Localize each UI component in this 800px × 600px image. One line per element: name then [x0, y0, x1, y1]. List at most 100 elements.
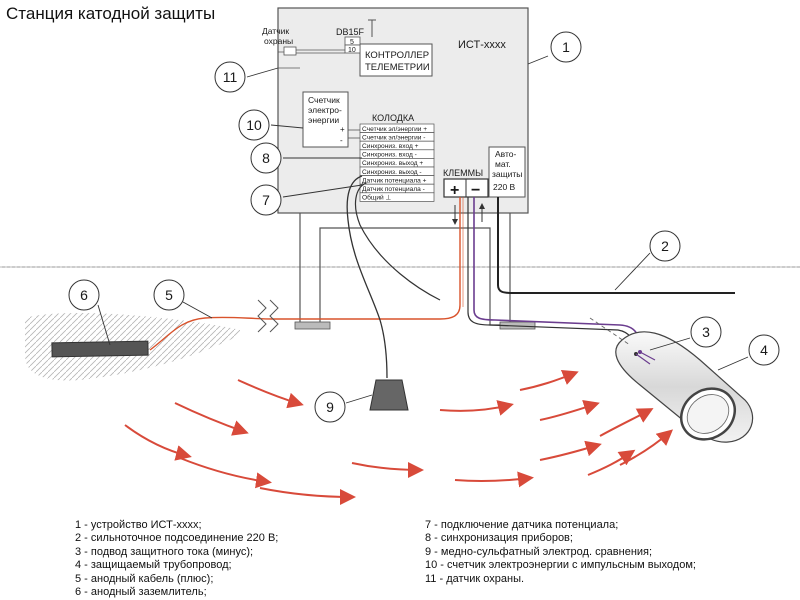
callout-leader	[649, 337, 691, 351]
guard-sensor-label-line2: охраны	[264, 36, 293, 46]
callout-number: 5	[165, 287, 173, 303]
db-pin-5: 5	[350, 39, 354, 46]
current-flow-arrow	[259, 487, 356, 505]
callout-circle	[214, 61, 246, 93]
callout-leader	[614, 252, 651, 291]
legend-right: 7 - подключение датчика потенциала; 8 - …	[425, 519, 696, 586]
callout-leader	[282, 184, 363, 198]
current-flow-arrow	[454, 471, 534, 488]
guard-sensor-label-line1: Датчик	[262, 26, 289, 36]
callouts: 1 2 3 4 5 6 7 8 9 10 11	[68, 31, 780, 423]
soil-current-arrows	[124, 370, 674, 505]
current-flow-arrow	[599, 408, 654, 437]
callout-circle	[690, 316, 722, 348]
legend-item-4: 4 - защищаемый трубопровод;	[75, 559, 232, 572]
device-name: ИСТ-xxxx	[458, 39, 506, 51]
terminal-row-label: Датчик потенциала -	[362, 186, 425, 193]
legend-left: 1 - устройство ИСТ-xxxx; 2 - сильноточно…	[75, 519, 278, 599]
cable-surface-crossing	[257, 299, 279, 333]
callout-number: 10	[246, 117, 262, 133]
callout-circle	[314, 391, 346, 423]
current-direction-arrows	[452, 203, 485, 225]
meter-minus: -	[340, 136, 343, 145]
legend-item-11: 11 - датчик охраны.	[425, 572, 525, 585]
terminal-block-title: КОЛОДКА	[372, 113, 414, 123]
callout-circle	[238, 109, 270, 141]
callout-circle	[250, 184, 282, 216]
legend-item-9: 9 - медно-сульфатный электрод. сравнения…	[425, 545, 653, 558]
terminal-row-label: Счетчик эл/энергии +	[362, 126, 427, 133]
terminal-block-rows: Счетчик эл/энергии +Счетчик эл/энергии -…	[359, 123, 435, 202]
current-flow-arrow	[237, 379, 304, 409]
callout-circle	[250, 142, 282, 174]
guard-sensor: Датчик охраны	[262, 26, 345, 69]
breaker-label-line4: 220 В	[493, 182, 516, 192]
callout-circle	[68, 279, 100, 311]
callout-circle	[550, 31, 582, 63]
callout-leader	[182, 301, 213, 319]
breaker-label-line1: Авто-	[495, 149, 517, 159]
terminal-row-label: Датчик потенциала +	[362, 177, 427, 184]
current-flow-arrow	[124, 424, 192, 461]
terminal-row-label: Синхрониз. выход +	[362, 160, 423, 167]
current-flow-arrow	[174, 402, 249, 436]
callout-number: 4	[760, 342, 768, 358]
current-flow-arrow	[539, 440, 602, 461]
callout-number: 6	[80, 287, 88, 303]
breaker-label-line3: защиты	[492, 169, 522, 179]
db15f-label: DB15F	[336, 27, 365, 37]
callout-leader	[97, 304, 111, 346]
meter-label-line1: Счетчик	[308, 95, 340, 105]
terminal-plus: +	[450, 182, 459, 199]
terminal-row-label: Синхрониз. вход -	[362, 152, 417, 159]
callout-number: 9	[326, 399, 334, 415]
breaker-label-line2: мат.	[495, 159, 511, 169]
db-pin-10: 10	[348, 47, 356, 54]
current-flow-arrow	[539, 399, 600, 421]
meter-label-line3: энергии	[308, 115, 339, 125]
current-flow-arrow	[439, 400, 514, 416]
current-flow-arrow	[587, 449, 636, 476]
callout-leader	[270, 124, 304, 129]
terminal-row-label: Синхрониз. выход -	[362, 169, 422, 176]
current-flow-arrow	[179, 457, 272, 489]
meter-plus: +	[340, 125, 345, 134]
callout-number: 3	[702, 324, 710, 340]
energy-meter: Счетчик электро- энергии + -	[302, 91, 362, 148]
reference-electrode	[369, 379, 409, 411]
callout-circle	[153, 279, 185, 311]
current-flow-arrow	[619, 429, 674, 466]
terminals-title: КЛЕММЫ	[443, 168, 483, 178]
telemetry-controller: КОНТРОЛЛЕР ТЕЛЕМЕТРИИ 5 10 DB15F	[336, 19, 433, 77]
terminal-minus: −	[471, 182, 480, 199]
callout-circle	[748, 334, 780, 366]
terminal-block: КОЛОДКА Счетчик эл/энергии +Счетчик эл/э…	[359, 113, 435, 202]
callout-leader	[246, 67, 279, 78]
callout-number: 1	[562, 39, 570, 55]
meter-label-line2: электро-	[308, 105, 342, 115]
legend-item-10: 10 - счетчик электроэнергии с импульсным…	[425, 559, 696, 572]
anode-earthing	[51, 340, 149, 358]
controller-label-line2: ТЕЛЕМЕТРИИ	[365, 62, 430, 73]
callout-circle	[649, 230, 681, 262]
terminal-row-label: Счетчик эл/энергии -	[362, 134, 425, 141]
legend-item-5: 5 - анодный кабель (плюс);	[75, 572, 214, 585]
callout-leader	[527, 55, 549, 65]
terminal-row-label: Синхрониз. вход +	[362, 143, 419, 150]
pipeline	[589, 317, 754, 443]
page-title: Станция катодной защиты	[6, 4, 216, 23]
callout-number: 11	[223, 69, 238, 85]
callout-number: 8	[262, 150, 270, 166]
protection-breaker: Авто- мат. защиты 220 В	[488, 146, 526, 198]
legend-item-7: 7 - подключение датчика потенциала;	[425, 519, 619, 531]
callout-number: 2	[661, 238, 669, 254]
current-flow-arrow	[519, 370, 579, 391]
callout-number: 7	[262, 192, 270, 208]
legend-item-8: 8 - синхронизация приборов;	[425, 532, 573, 545]
legend-item-6: 6 - анодный заземлитель;	[75, 586, 207, 599]
terminal-row-box	[359, 192, 435, 202]
output-terminals: КЛЕММЫ + −	[443, 168, 489, 199]
current-flow-arrow	[351, 461, 424, 478]
callout-leader	[717, 356, 749, 371]
legend-item-1: 1 - устройство ИСТ-xxxx;	[75, 519, 202, 531]
